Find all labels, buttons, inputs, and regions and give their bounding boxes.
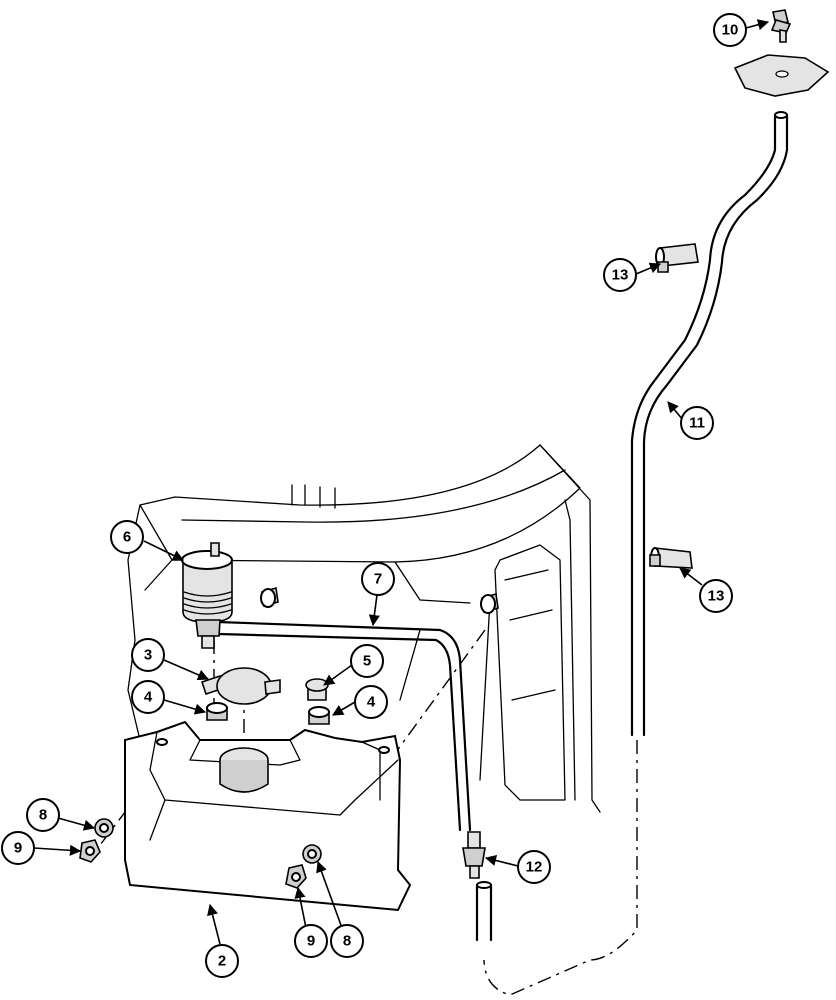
svg-text:4: 4 (367, 694, 376, 711)
callout-13-lower: 13 (699, 579, 733, 613)
tube-clip-upper (655, 243, 699, 273)
pump-hose-7 (216, 620, 472, 832)
callout-7: 7 (361, 562, 395, 596)
callout-2: 2 (205, 944, 239, 978)
washer-jet-nozzle (770, 9, 792, 43)
nut-9-right (285, 864, 307, 889)
reservoir-cap-3 (200, 667, 281, 705)
callout-13-upper: 13 (603, 258, 637, 292)
svg-text:9: 9 (307, 933, 315, 950)
washer-8-left (94, 818, 114, 838)
svg-text:8: 8 (39, 807, 47, 824)
washer-pump-6 (181, 542, 233, 649)
lower-hose (475, 881, 493, 942)
callout-4-right: 4 (354, 685, 388, 719)
callout-11: 11 (680, 406, 714, 440)
callout-10: 10 (713, 13, 747, 47)
svg-text:8: 8 (343, 933, 351, 950)
callout-12: 12 (517, 850, 551, 884)
cab-structure (127, 444, 601, 813)
callout-6: 6 (110, 520, 144, 554)
nut-9-left (79, 839, 101, 863)
callout-8-right: 8 (330, 924, 364, 958)
callout-5: 5 (350, 644, 384, 678)
svg-text:3: 3 (144, 647, 152, 664)
washer-8-right (302, 844, 322, 864)
svg-text:12: 12 (526, 859, 543, 876)
blanking-plug-5 (305, 678, 329, 701)
washer-tube-11 (630, 111, 789, 737)
svg-text:10: 10 (722, 22, 739, 39)
tube-clip-lower (649, 547, 693, 569)
callout-4-left: 4 (131, 680, 165, 714)
hose-connector-12 (462, 831, 486, 879)
callout-3: 3 (131, 638, 165, 672)
svg-text:4: 4 (144, 689, 153, 706)
grommet-left (206, 702, 228, 721)
callout-9-right: 9 (294, 924, 328, 958)
svg-text:13: 13 (612, 267, 629, 284)
leader-lines (33, 19, 770, 945)
svg-text:2: 2 (218, 953, 226, 970)
svg-text:13: 13 (708, 588, 725, 605)
svg-text:7: 7 (374, 571, 382, 588)
svg-text:11: 11 (689, 415, 705, 432)
svg-text:5: 5 (363, 653, 371, 670)
callout-9-left: 9 (1, 831, 35, 865)
grommet-right (308, 706, 330, 725)
svg-text:9: 9 (14, 840, 22, 857)
jet-mounting-plate (733, 54, 830, 97)
callout-8-left: 8 (26, 798, 60, 832)
washer-reservoir-2 (124, 720, 412, 912)
svg-text:6: 6 (123, 529, 131, 546)
